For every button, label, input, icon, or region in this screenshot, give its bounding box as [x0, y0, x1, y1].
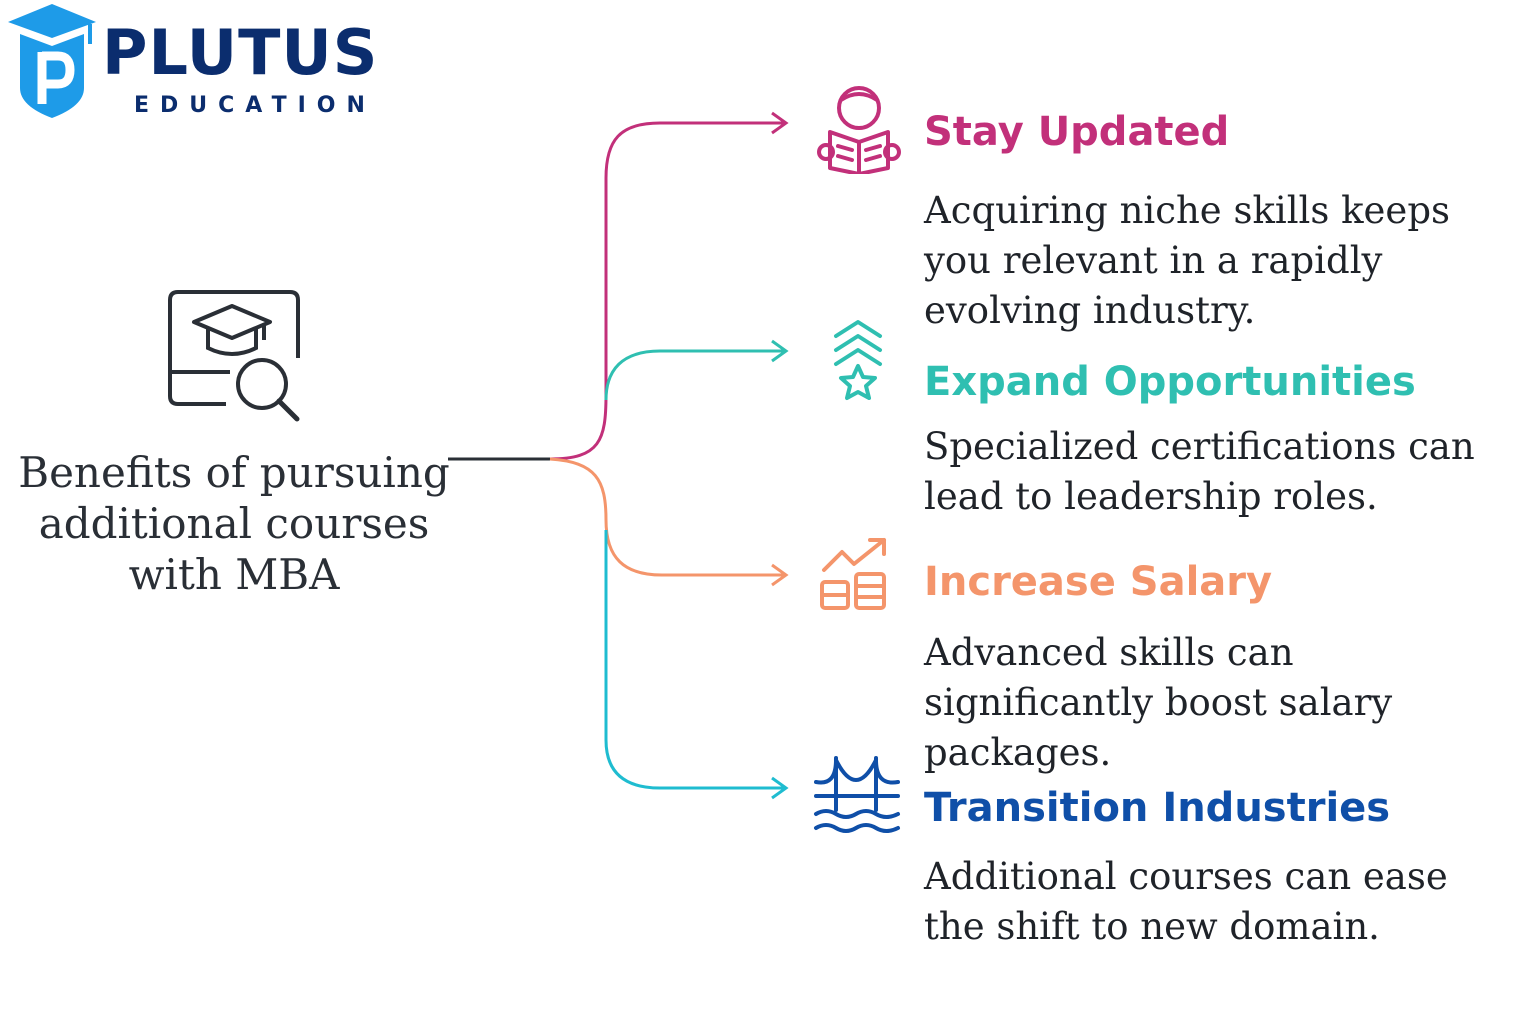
description-line: Additional courses can ease [924, 855, 1448, 898]
description-line: lead to leadership roles. [924, 475, 1378, 518]
connector-expand-opportunities [604, 349, 786, 401]
branch-description-increase-salary: Advanced skills can significantly boost … [924, 628, 1514, 778]
arrowhead-expand-opportunities [771, 339, 789, 363]
connector-increase-salary [549, 457, 786, 577]
description-line: Specialized certifications can [924, 425, 1475, 468]
description-line: packages. [924, 731, 1112, 774]
central-title-line: with MBA [128, 550, 340, 599]
chevron-star-icon [834, 320, 882, 400]
branch-description-expand-opportunities: Specialized certifications can lead to l… [924, 422, 1514, 522]
description-line: evolving industry. [924, 289, 1256, 332]
connector-stay-updated [549, 121, 786, 461]
branch-title-stay-updated: Stay Updated [924, 109, 1230, 155]
online-course-search-icon [168, 290, 300, 422]
description-line: Acquiring niche skills keeps [924, 189, 1451, 232]
arrowhead-transition-industries [771, 776, 789, 800]
branch-title-transition-industries: Transition Industries [924, 785, 1391, 831]
central-topic-title: Benefits of pursuing additional courses … [0, 447, 468, 600]
logo-wordmark: PLUTUS [102, 16, 379, 89]
central-title-line: additional courses [38, 499, 430, 548]
description-line: you relevant in a rapidly [924, 239, 1383, 282]
description-line: Advanced skills can [924, 631, 1294, 674]
arrowhead-increase-salary [771, 563, 789, 587]
bridge-icon [814, 756, 900, 833]
branch-description-transition-industries: Additional courses can ease the shift to… [924, 852, 1514, 952]
description-line: the shift to new domain. [924, 905, 1380, 948]
graduation-shield-icon [8, 4, 96, 118]
reading-person-icon [817, 86, 901, 174]
branch-title-expand-opportunities: Expand Opportunities [924, 359, 1416, 405]
growth-chart-icon [820, 538, 886, 610]
logo-subtitle: EDUCATION [134, 93, 376, 118]
connector-transition-industries [604, 530, 786, 790]
description-line: significantly boost salary [924, 681, 1393, 724]
logo: PLUTUS EDUCATION [0, 0, 440, 130]
arrowhead-stay-updated [771, 111, 789, 135]
branch-description-stay-updated: Acquiring niche skills keeps you relevan… [924, 186, 1514, 336]
branch-title-increase-salary: Increase Salary [924, 559, 1273, 605]
central-title-line: Benefits of pursuing [18, 448, 450, 497]
